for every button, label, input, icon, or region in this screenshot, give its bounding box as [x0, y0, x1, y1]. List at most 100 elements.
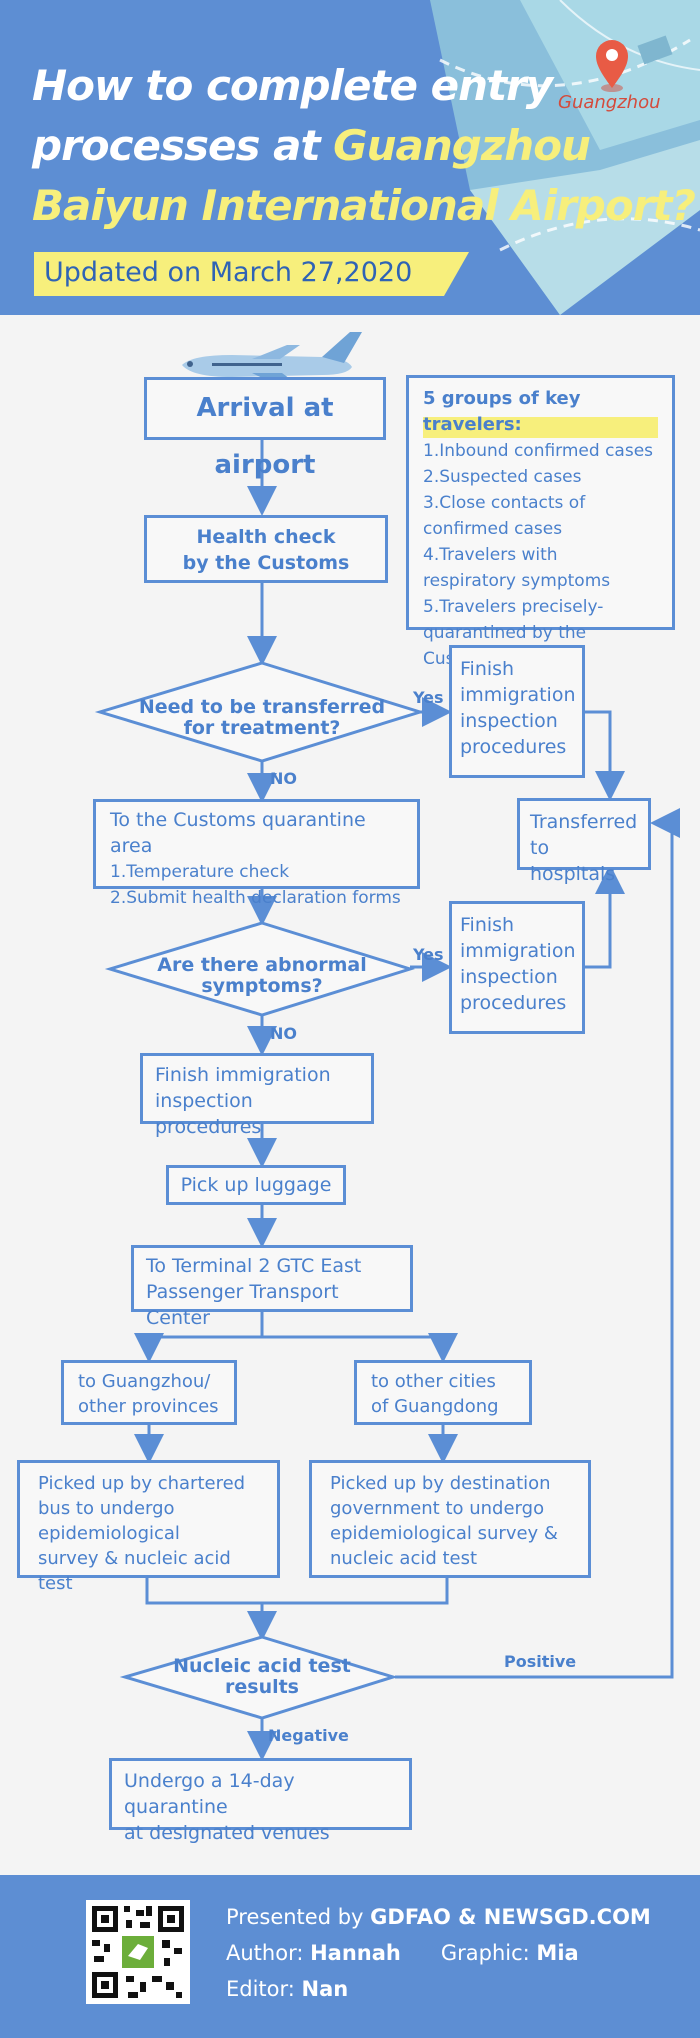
- decision-transfer-line-2: for treatment?: [183, 717, 341, 739]
- decision-nucleic-line-2: test results: [225, 1655, 351, 1698]
- decision-symptoms-shape: [104, 921, 416, 1017]
- graphic-name: Mia: [536, 1941, 579, 1965]
- key-travelers-title: 5 groups of key travelers:: [423, 386, 658, 438]
- title-line-3: Baiyun International Airport?: [32, 181, 696, 230]
- quarantine-14day-line-2: at designated venues: [124, 1822, 330, 1844]
- yes-label-symptoms: Yes: [413, 945, 444, 964]
- quarantine-area-item: 2.Submit health declaration forms: [110, 888, 401, 908]
- quarantine-area-item: 1.Temperature check: [110, 862, 290, 882]
- terminal-line-1: To Terminal 2 GTC East: [146, 1255, 362, 1277]
- flowchart-connectors: [94, 440, 680, 1761]
- key-traveler-item: 2.Suspected cases: [423, 467, 582, 487]
- updated-date: Updated on March 27,2020: [44, 257, 413, 288]
- no-label-transfer: NO: [270, 769, 297, 788]
- qr-code-graphic: [92, 1906, 184, 1998]
- to-guangzhou-line-2: other provinces: [78, 1396, 219, 1417]
- key-travelers-box: 5 groups of key travelers: 1.Inbound con…: [406, 375, 675, 669]
- transferred-hospitals-box: Transferred to hospitals: [517, 798, 651, 885]
- presented-prefix: Presented by: [226, 1905, 371, 1929]
- transferred-line-1: Transferred: [530, 811, 638, 833]
- decision-transfer-line-1: Need to be transferred: [138, 696, 386, 718]
- to-guangzhou-box: to Guangzhou/ other provinces: [61, 1360, 237, 1425]
- finish-immigration-line: immigration: [460, 684, 576, 706]
- destination-government-line: Picked up by destination: [330, 1473, 551, 1494]
- key-traveler-item: 5.Travelers precisely-: [423, 597, 604, 617]
- presented-by-name: GDFAO & NEWSGD.COM: [370, 1905, 651, 1929]
- chartered-bus-line: bus to undergo: [38, 1498, 175, 1519]
- positive-label: Positive: [504, 1652, 577, 1671]
- key-traveler-item: confirmed cases: [423, 519, 563, 539]
- decision-symptoms: Are there abnormal symptoms?: [140, 955, 384, 997]
- yes-label-transfer: Yes: [413, 688, 444, 707]
- author-name: Hannah: [310, 1941, 401, 1965]
- flowchart: Arrival at airport 5 groups of key trave…: [0, 315, 700, 1875]
- terminal-box: To Terminal 2 GTC East Passenger Transpo…: [131, 1245, 413, 1329]
- health-check-box: Health check by the Customs: [144, 515, 388, 583]
- key-traveler-item: 1.Inbound confirmed cases: [423, 441, 654, 461]
- editor: Editor: Nan: [226, 1971, 651, 2007]
- pick-up-luggage-box: Pick up luggage: [166, 1165, 346, 1205]
- updated-banner: Updated on March 27,2020: [34, 252, 469, 296]
- decision-transfer-shape: [94, 661, 426, 763]
- title-highlight-guangzhou: Guangzhou: [333, 121, 591, 170]
- chartered-bus-line: Picked up by chartered: [38, 1473, 246, 1494]
- updated-banner-bg: [34, 252, 469, 296]
- decision-nucleic-shape: [119, 1635, 399, 1720]
- key-traveler-item: 3.Close contacts of: [423, 493, 586, 513]
- negative-label: Negative: [268, 1726, 349, 1745]
- quarantine-14day-box: Undergo a 14-day quarantine at designate…: [109, 1758, 412, 1844]
- finish-immigration-line: Finish: [460, 914, 515, 936]
- arrival-label: Arrival at airport: [196, 393, 334, 480]
- finish-immigration-line: procedures: [460, 992, 567, 1014]
- header-banner: Guangzhou How to complete entry processe…: [0, 0, 700, 315]
- pick-up-luggage-label: Pick up luggage: [180, 1174, 332, 1196]
- finish-immigration-box-1: Finish immigration inspection procedures: [449, 645, 585, 778]
- key-traveler-item: respiratory symptoms: [423, 571, 611, 591]
- to-guangzhou-line-1: to Guangzhou/: [78, 1371, 211, 1392]
- finish-immigration-main-line-2: inspection procedures: [155, 1090, 262, 1138]
- destination-government-box: Picked up by destination government to u…: [309, 1460, 591, 1578]
- title-line-2: processes at Guangzhou: [32, 116, 695, 176]
- destination-government-line: government to undergo: [330, 1498, 545, 1519]
- finish-immigration-main-line-1: Finish immigration: [155, 1064, 331, 1086]
- to-guangdong-line-1: to other cities: [371, 1371, 496, 1392]
- arrival-box: Arrival at airport: [144, 377, 386, 480]
- key-traveler-item: 4.Travelers with: [423, 545, 558, 565]
- transferred-line-2: to hospitals: [530, 837, 616, 885]
- health-check-line-1: Health check: [196, 526, 336, 548]
- graphic-prefix: Graphic:: [440, 1941, 537, 1965]
- title-line-1: How to complete entry: [32, 61, 553, 110]
- to-guangdong-box: to other cities of Guangdong: [354, 1360, 532, 1425]
- quarantine-area-box: To the Customs quarantine area 1.Tempera…: [93, 799, 420, 908]
- decision-symptoms-line-2: symptoms?: [201, 975, 323, 997]
- destination-government-line: epidemiological survey &: [330, 1523, 558, 1544]
- no-label-symptoms: NO: [270, 1024, 297, 1043]
- chartered-bus-box: Picked up by chartered bus to undergo ep…: [17, 1460, 280, 1594]
- destination-government-line: nucleic acid test: [330, 1548, 478, 1569]
- to-guangdong-line-2: of Guangdong: [371, 1396, 499, 1417]
- title-line-2-text: processes at: [32, 121, 334, 170]
- quarantine-area-title: To the Customs quarantine area: [110, 809, 366, 857]
- finish-immigration-line: inspection: [460, 710, 558, 732]
- terminal-line-2: Passenger Transport Center: [146, 1281, 339, 1329]
- finish-immigration-line: Finish: [460, 658, 515, 680]
- chartered-bus-line: survey & nucleic acid test: [38, 1548, 231, 1594]
- map-pin-icon: [596, 40, 628, 92]
- decision-transfer: Need to be transferred for treatment?: [130, 697, 394, 739]
- map-label: Guangzhou: [558, 92, 661, 113]
- decision-symptoms-line-1: Are there abnormal: [157, 954, 367, 976]
- health-check-line-2: by the Customs: [182, 552, 350, 574]
- qr-code-icon[interactable]: [86, 1900, 190, 2004]
- finish-immigration-line: inspection: [460, 966, 558, 988]
- map-decoration: [430, 0, 700, 315]
- decision-nucleic-line-1: Nucleic acid: [173, 1655, 302, 1677]
- presented-by: Presented by GDFAO & NEWSGD.COM: [226, 1899, 651, 1935]
- author-prefix: Author:: [226, 1941, 311, 1965]
- quarantine-14day-line-1: Undergo a 14-day quarantine: [124, 1770, 295, 1818]
- decision-nucleic: Nucleic acid test results: [150, 1656, 374, 1698]
- chartered-bus-line: epidemiological: [38, 1523, 180, 1544]
- editor-name: Nan: [301, 1977, 349, 2001]
- finish-immigration-line: procedures: [460, 736, 567, 758]
- finish-immigration-box-2: Finish immigration inspection procedures: [449, 901, 585, 1034]
- finish-immigration-main-box: Finish immigration inspection procedures: [140, 1053, 374, 1138]
